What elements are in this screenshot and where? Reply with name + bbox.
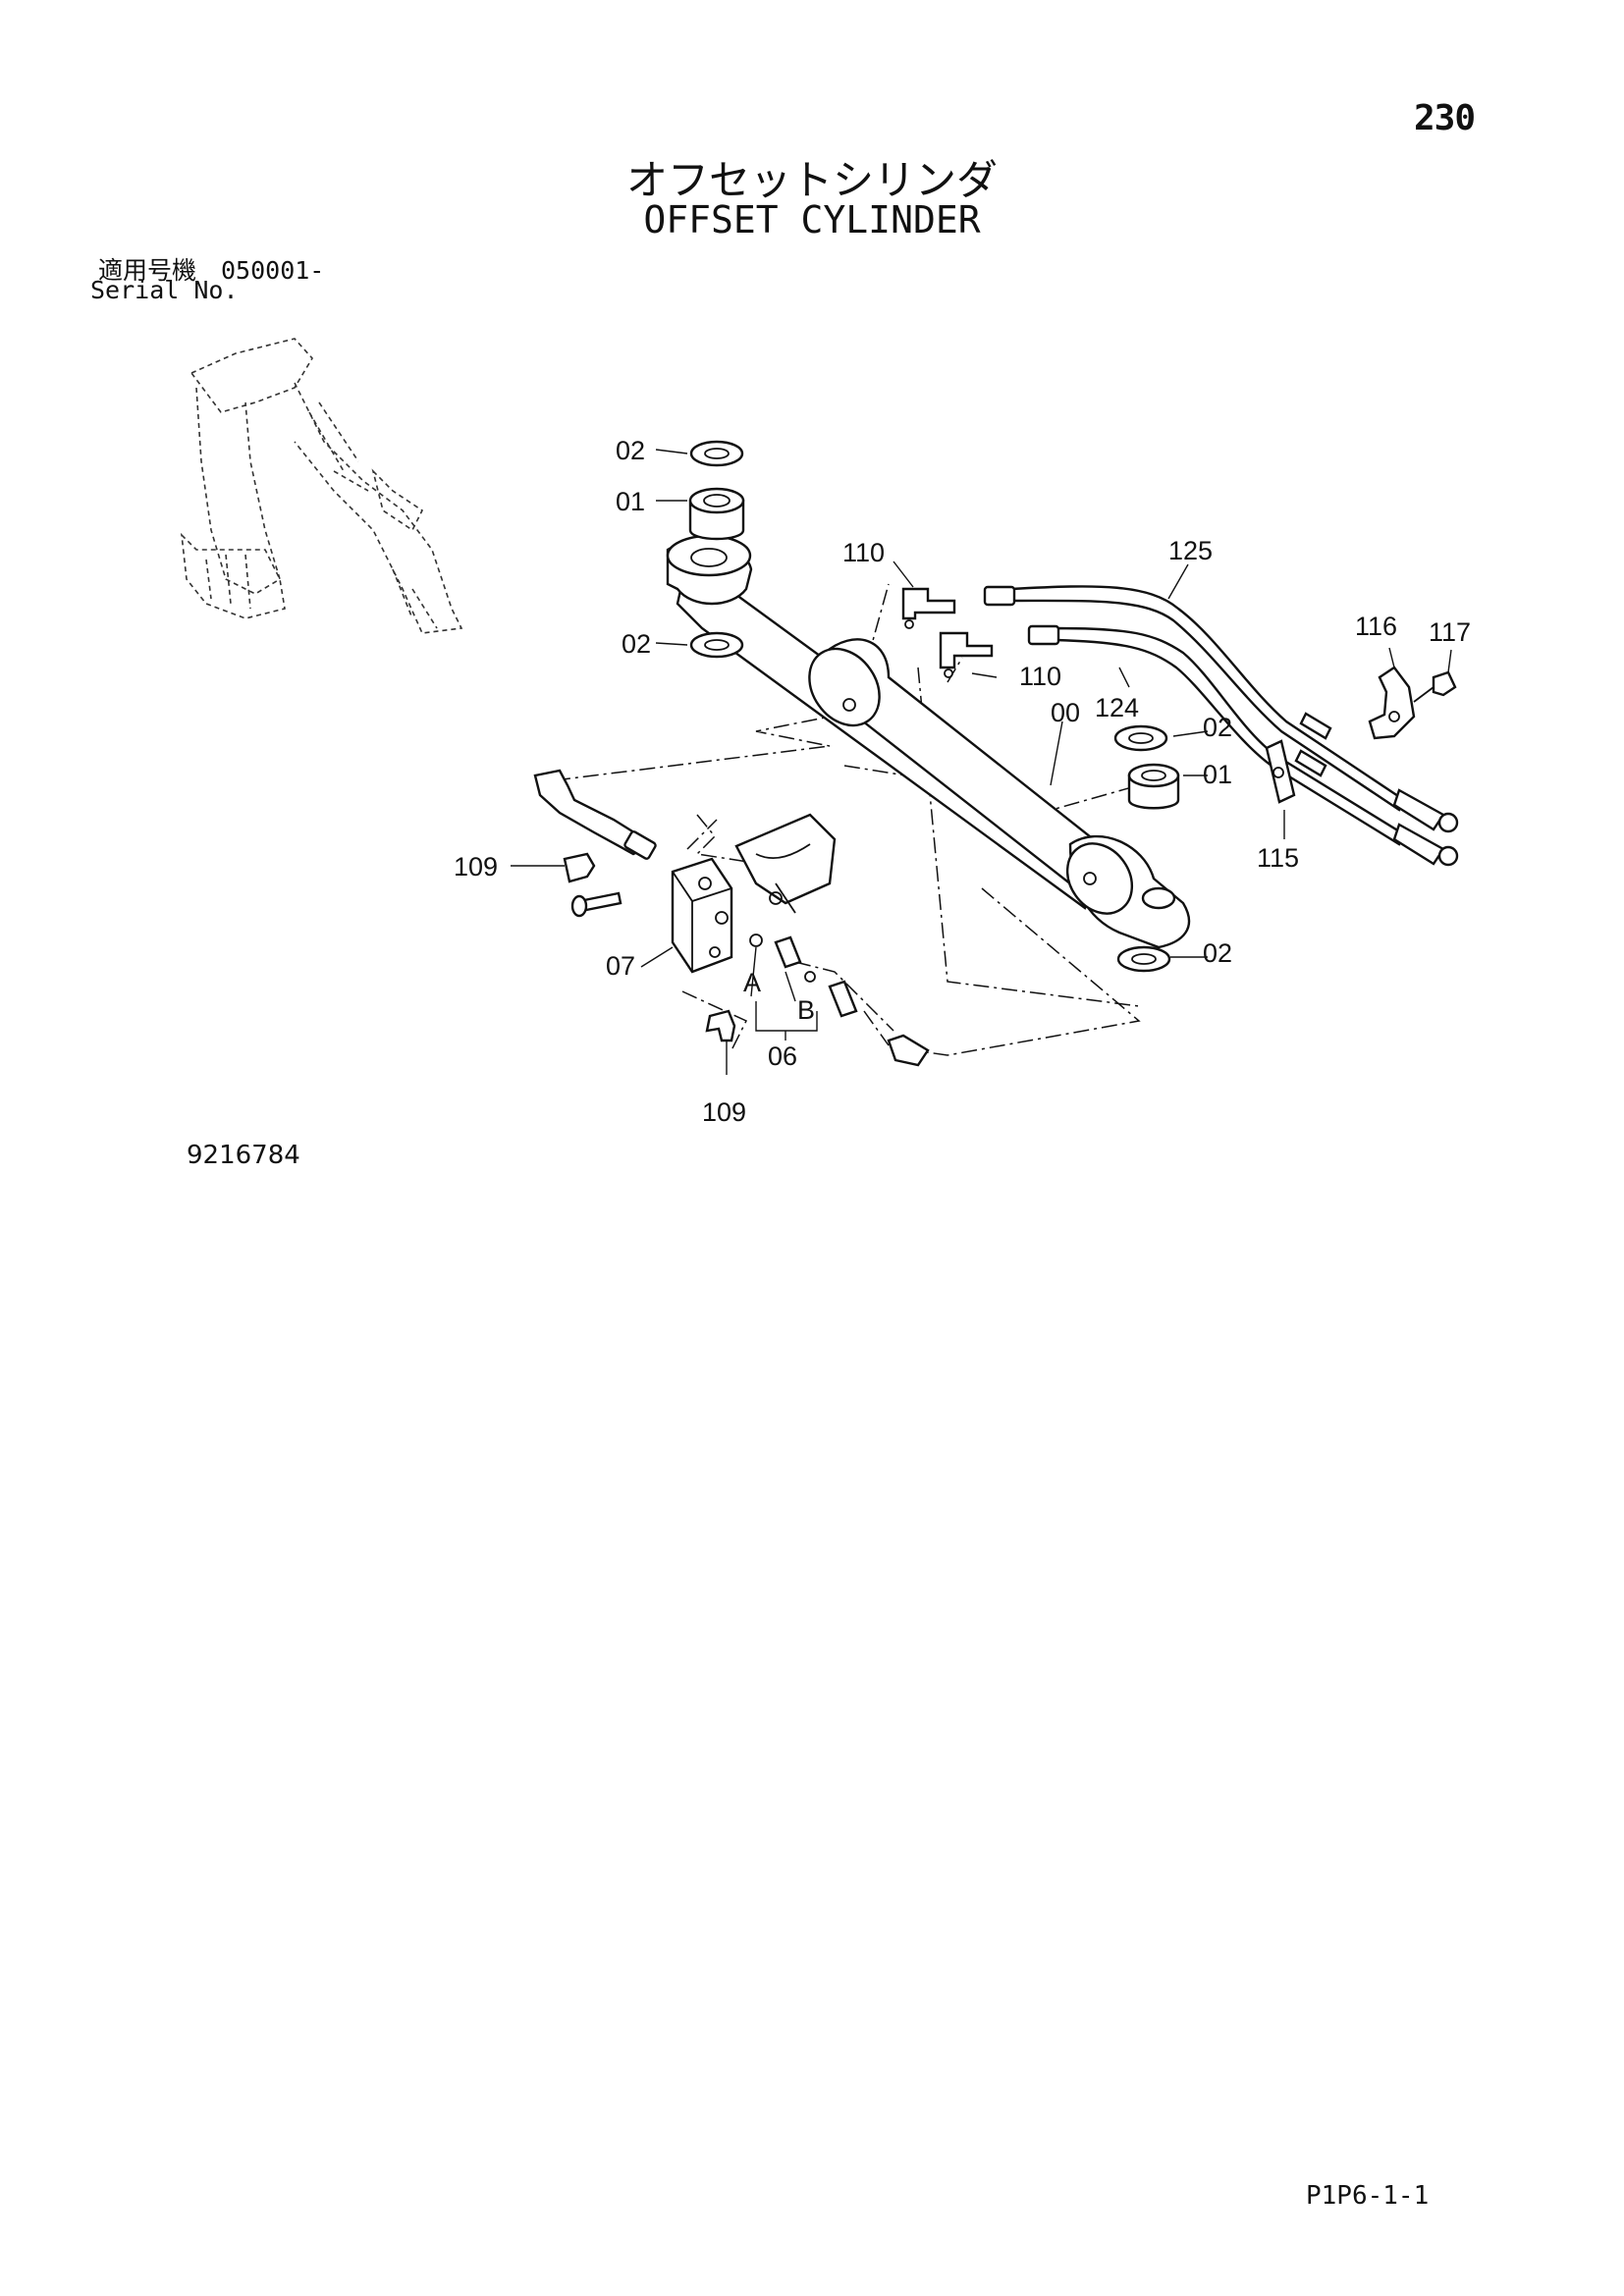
- callout-a: A: [743, 968, 761, 997]
- callout-01-top: 01: [616, 487, 645, 516]
- callout-117: 117: [1429, 617, 1471, 647]
- serial-label-japanese: 適用号機 050001-: [98, 256, 325, 285]
- excavator-thumbnail: [180, 338, 463, 634]
- left-pipe: [533, 769, 657, 860]
- callout-02-top: 02: [616, 436, 645, 465]
- title-japanese: オフセットシリンダ: [625, 156, 998, 204]
- callout-02-right: 02: [1203, 713, 1232, 742]
- leader-lines: [511, 449, 1452, 1075]
- callout-00: 00: [1051, 698, 1080, 727]
- callout-109-left: 109: [454, 852, 498, 881]
- callout-110-a: 110: [842, 538, 885, 567]
- callout-02-mid: 02: [622, 629, 651, 659]
- hoses: [983, 585, 1459, 867]
- page-number: 230: [1414, 98, 1476, 138]
- serial-label-english: Serial No.: [90, 276, 239, 304]
- title-english: OFFSET CYLINDER: [643, 198, 981, 241]
- rod-end-bushing-top: [688, 440, 745, 659]
- callout-116: 116: [1355, 612, 1397, 641]
- callout-07: 07: [606, 951, 635, 981]
- offset-cylinder: [666, 534, 1190, 949]
- callout-110-b: 110: [1019, 662, 1061, 691]
- drawing-number: 9216784: [187, 1141, 300, 1170]
- elbow-fittings-110: [901, 587, 994, 678]
- callout-06: 06: [768, 1041, 797, 1071]
- fittings-109-06: [563, 852, 930, 1067]
- callout-109-bottom: 109: [702, 1097, 746, 1127]
- callout-115: 115: [1257, 843, 1299, 873]
- head-end-bushing: [1113, 724, 1180, 973]
- callout-125: 125: [1168, 536, 1213, 565]
- callout-01-right: 01: [1203, 760, 1232, 789]
- callout-labels: 02 01 02 110 125 110 124 116 117 00 02 0…: [454, 436, 1471, 1127]
- callout-b: B: [797, 995, 815, 1025]
- callout-124: 124: [1095, 693, 1139, 722]
- page-code: P1P6-1-1: [1306, 2181, 1430, 2211]
- valve-block: [671, 813, 837, 974]
- callout-02-bottom: 02: [1203, 938, 1232, 968]
- hose-clamp: [1265, 666, 1457, 804]
